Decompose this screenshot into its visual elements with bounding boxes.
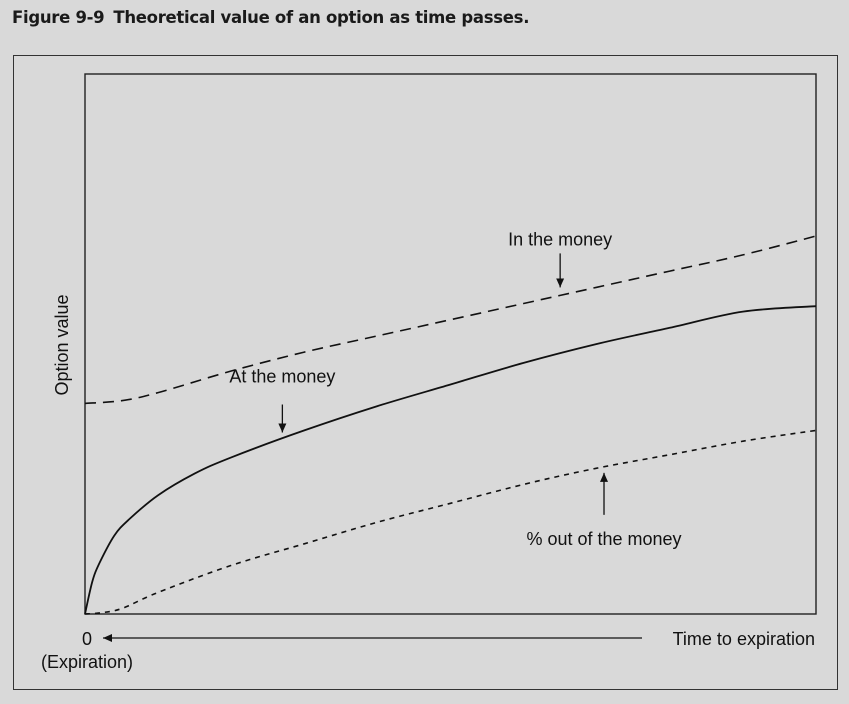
x-origin-sublabel: (Expiration) bbox=[41, 652, 133, 672]
series-line-at-the-money bbox=[84, 305, 817, 615]
series-line-out-of-the-money bbox=[84, 429, 817, 615]
y-axis-label: Option value bbox=[52, 294, 72, 395]
annotation-label-out-of-the-money: % out of the money bbox=[526, 529, 681, 549]
plot-area bbox=[84, 73, 817, 615]
chart-frame bbox=[13, 55, 838, 690]
x-axis-label: Time to expiration bbox=[673, 629, 815, 649]
figure-title: Theoretical value of an option as time p… bbox=[113, 8, 530, 27]
x-origin-label: 0 bbox=[82, 629, 92, 649]
annotation-label-in-the-money: In the money bbox=[508, 229, 612, 249]
annotation-label-at-the-money: At the money bbox=[229, 367, 335, 387]
figure-caption: Figure 9-9 Theoretical value of an option… bbox=[12, 8, 529, 27]
series-line-in-the-money bbox=[84, 235, 817, 405]
figure-number: Figure 9-9 bbox=[12, 8, 105, 27]
